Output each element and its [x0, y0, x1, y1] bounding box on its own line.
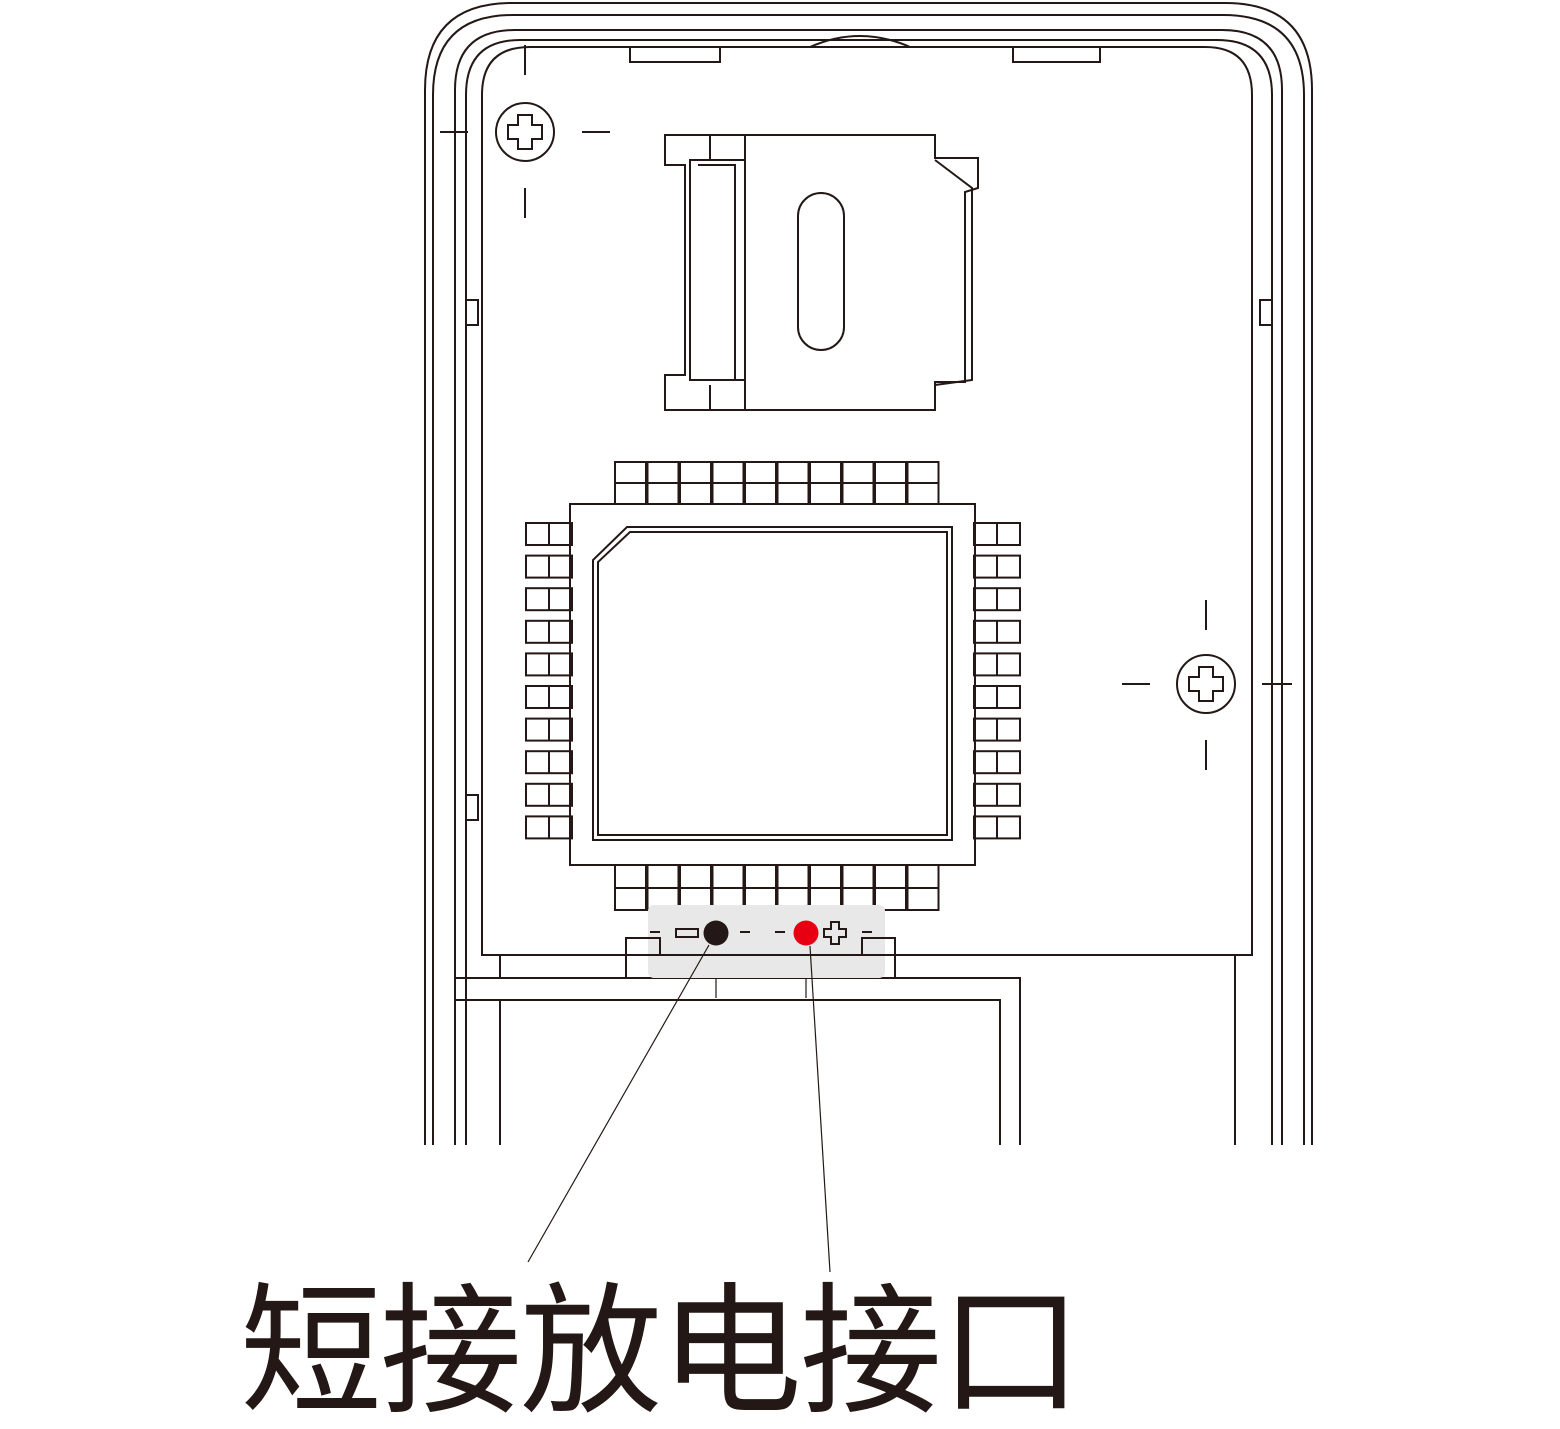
minus-icon [675, 928, 699, 938]
sim-card-slot [664, 134, 979, 411]
negative-contact [703, 920, 729, 946]
leader-lines [527, 944, 831, 1273]
contact-area [625, 905, 896, 978]
positive-contact [793, 920, 819, 946]
chip [525, 461, 1021, 911]
caption-label: 短接放电接口 [240, 1270, 1082, 1429]
screw-top-left [440, 45, 610, 218]
device-case [424, 2, 1313, 1145]
screw-right [1122, 600, 1292, 770]
plus-icon [823, 921, 847, 945]
